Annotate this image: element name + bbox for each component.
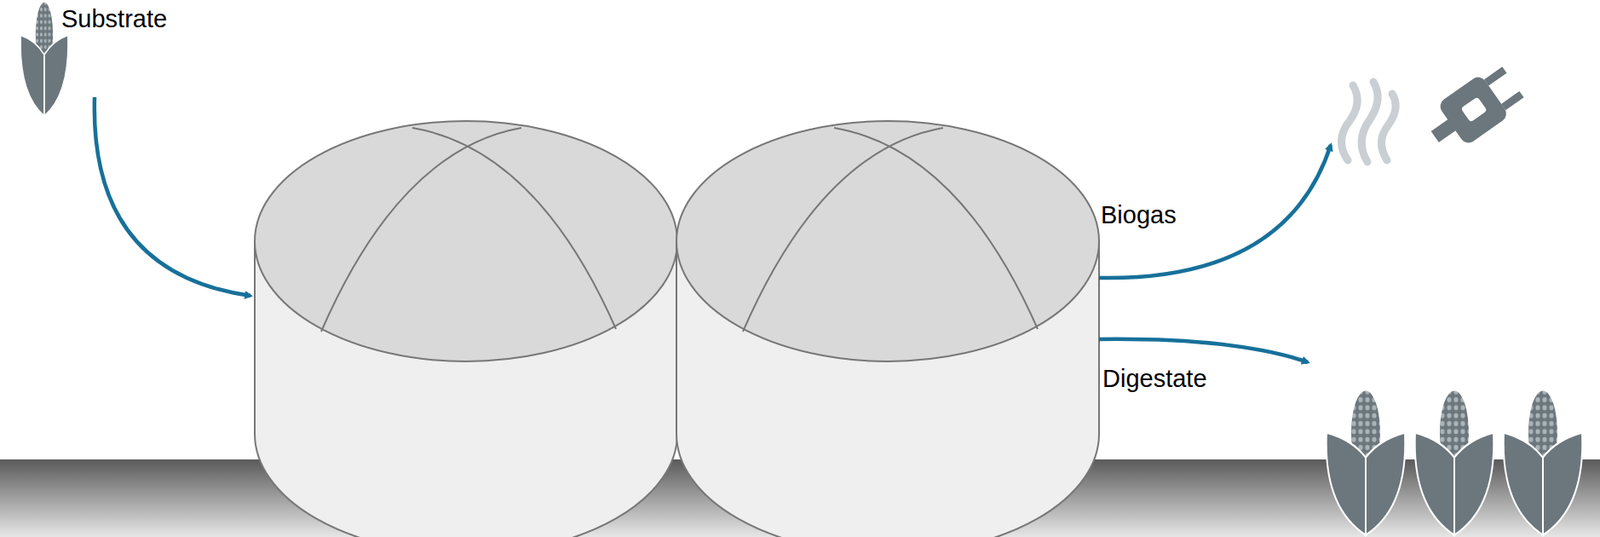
post-digester-tank xyxy=(676,120,1100,537)
electricity-plug-icon xyxy=(1420,61,1528,158)
substrate-corn-icon xyxy=(20,2,69,116)
flow-arrow xyxy=(94,97,1331,363)
crop-corn-icon xyxy=(1503,391,1583,536)
output-label: Biogas xyxy=(1100,201,1177,230)
crop-corn-icon xyxy=(1326,391,1406,536)
output-label: Digestate xyxy=(1102,364,1208,393)
input-label: Substrate xyxy=(61,5,167,34)
digester-tank xyxy=(254,120,678,537)
crop-corn-icon xyxy=(1415,391,1495,536)
heat-steam-icon xyxy=(1341,81,1396,162)
